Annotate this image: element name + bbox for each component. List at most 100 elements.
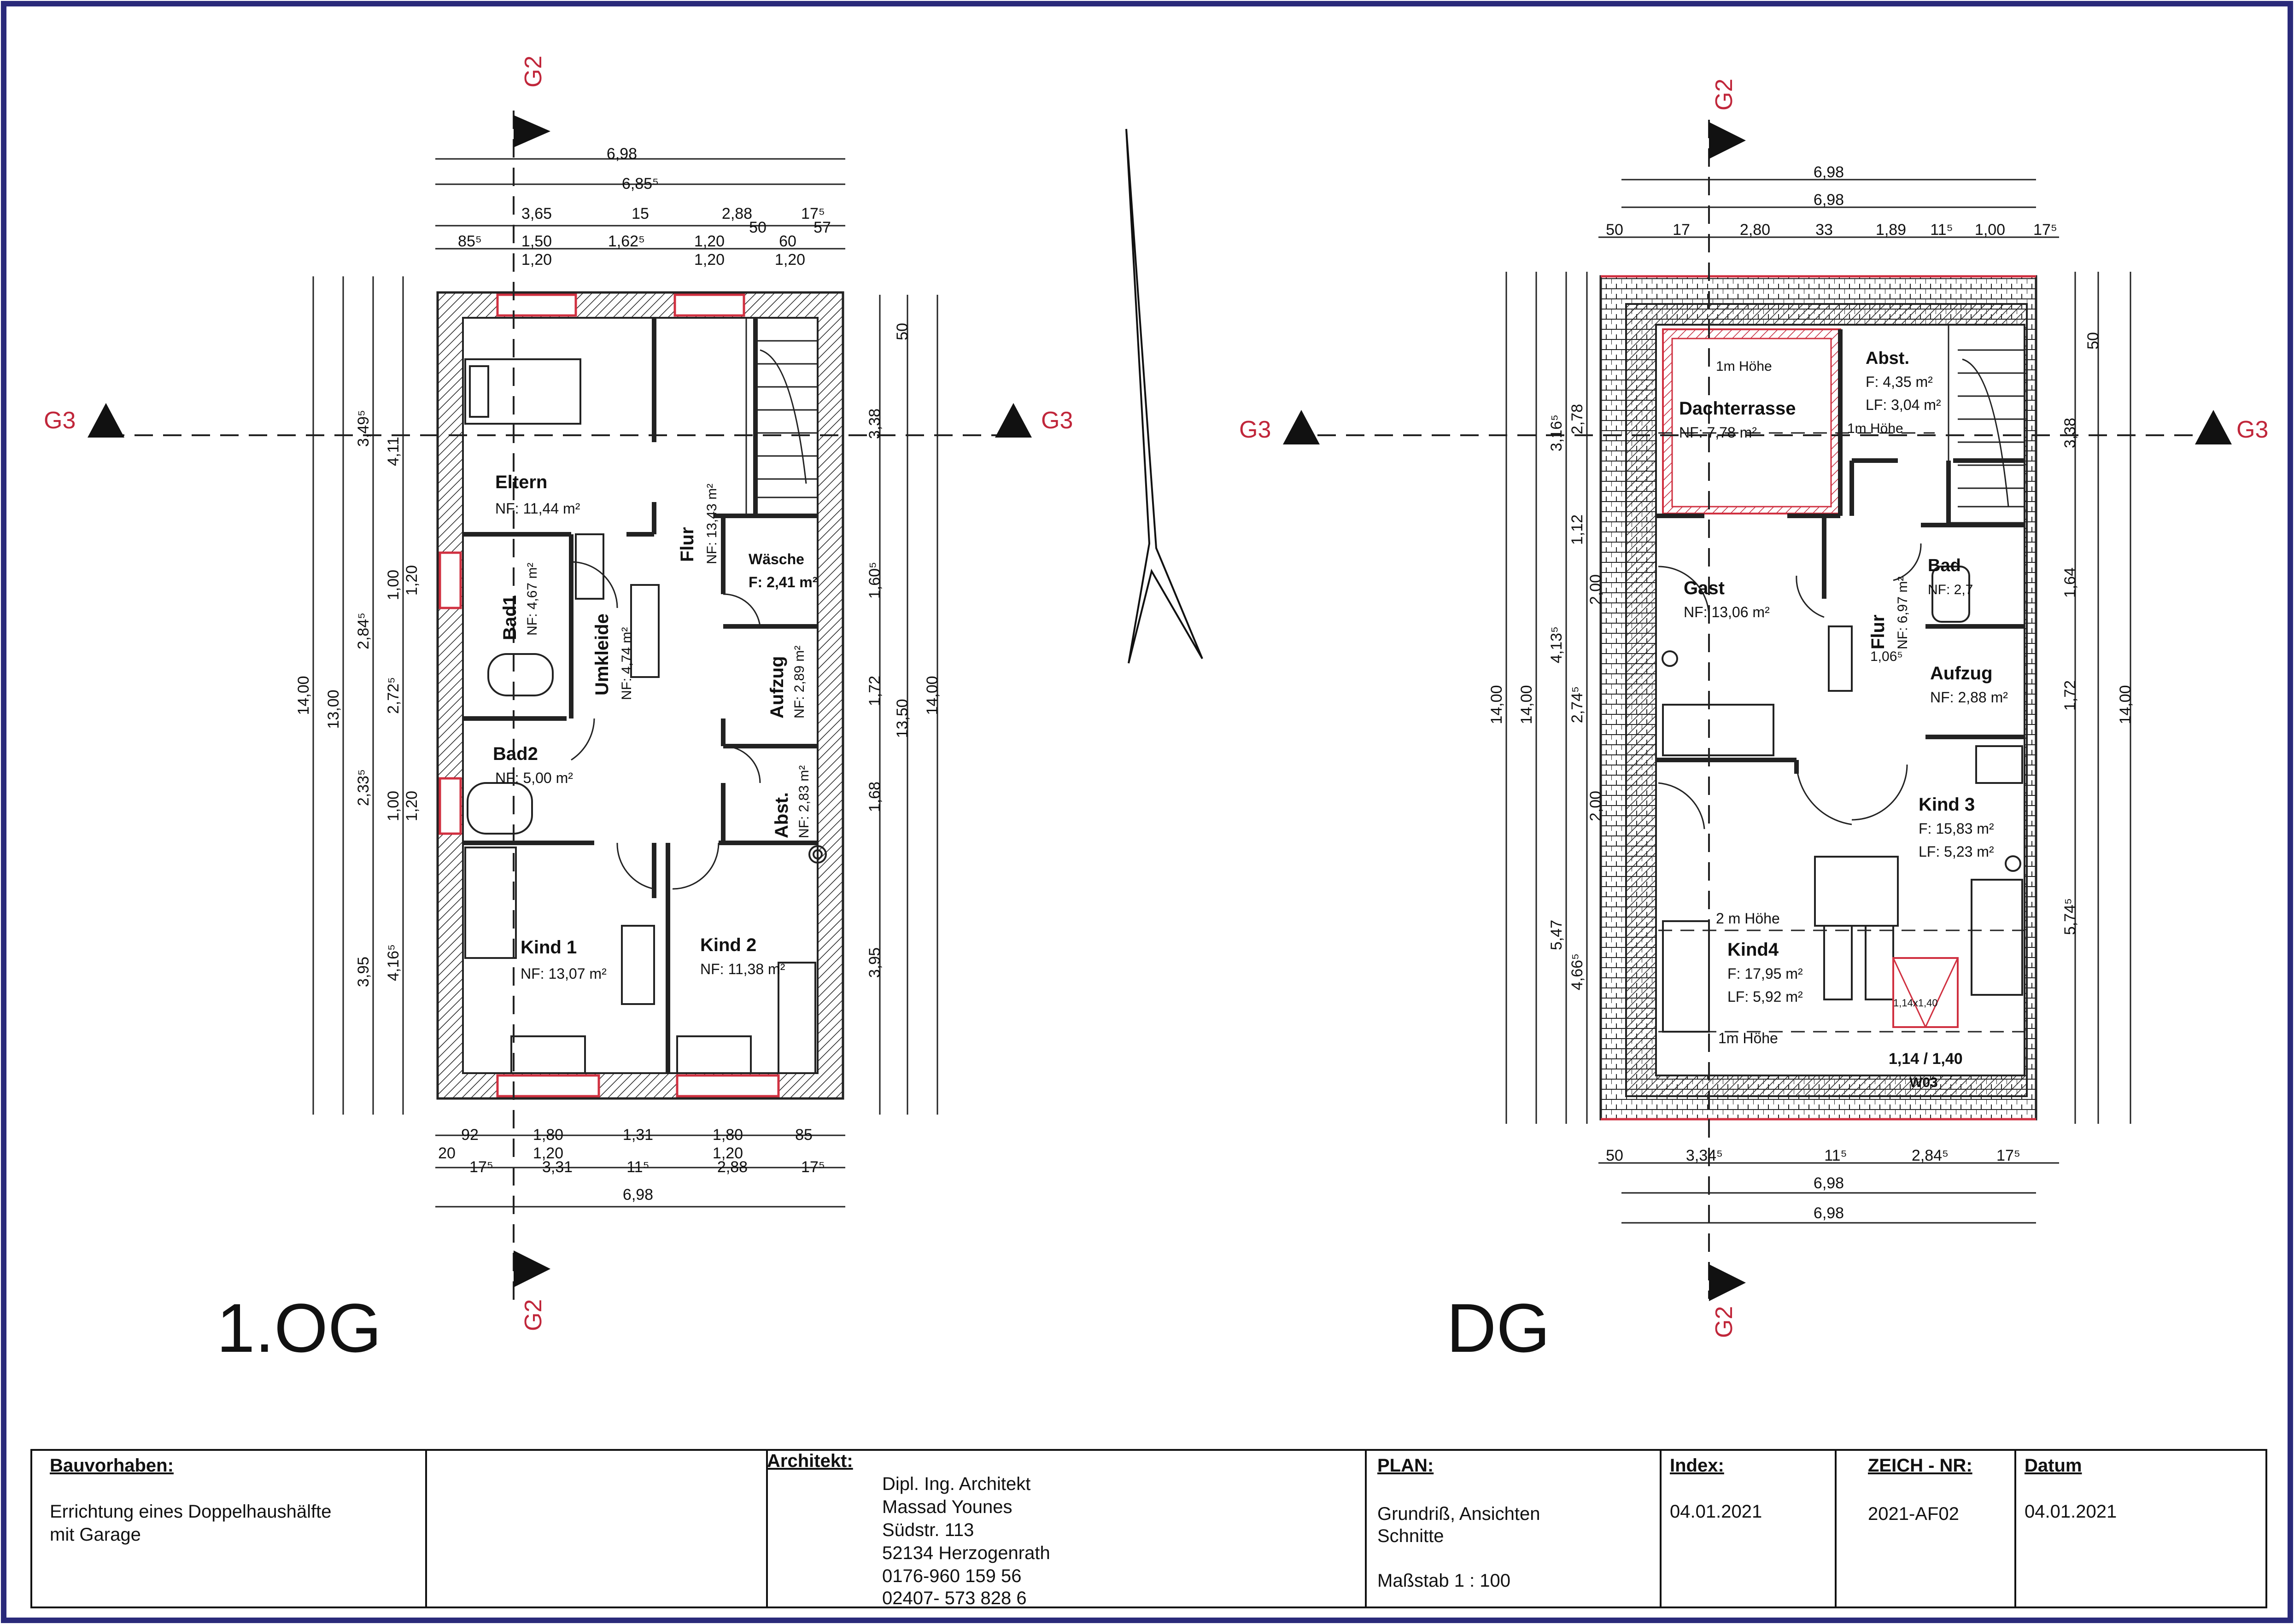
- dg-dim: 4,13⁵: [1548, 626, 1565, 663]
- og-dim: 1,31: [623, 1126, 653, 1144]
- room-name-kind4: Kind4: [1727, 940, 1779, 960]
- dg-section-markers: [1283, 122, 2232, 1301]
- dg-terrace-note: 1m Höhe: [1716, 359, 1772, 374]
- room-area-aufzug-dg: NF: 2,88 m²: [1930, 689, 2008, 706]
- title-block: Bauvorhaben: Errichtung eines Doppelhaus…: [30, 1449, 2267, 1608]
- room-area-abst: NF: 2,83 m²: [796, 765, 812, 838]
- dg-dim: 2,84⁵: [1912, 1147, 1949, 1164]
- dg-window-size: 1,14 / 1,40: [1889, 1050, 1963, 1068]
- architekt-line1: Dipl. Ing. Architekt: [882, 1474, 1030, 1494]
- og-internal-walls: [463, 318, 818, 1073]
- og-dim: 3,95: [866, 947, 884, 978]
- room-name-bad-dg: Bad: [1928, 556, 1961, 575]
- plan-label-og: 1.OG: [217, 1289, 381, 1367]
- dg-dim: 6,98: [1814, 191, 1844, 209]
- og-dim: 13,00: [325, 689, 342, 729]
- dg-dim: 14,00: [2117, 685, 2134, 724]
- room-name-waesche: Wäsche: [749, 551, 804, 567]
- dg-dim-lines: [1505, 179, 2131, 1224]
- og-dim: 1,20: [533, 1145, 563, 1162]
- room-area-kind2: NF: 11,38 m²: [700, 961, 785, 977]
- og-dim: 3,65: [521, 205, 552, 222]
- plan-line2: Schnitte: [1377, 1526, 1444, 1546]
- room-name-kind2: Kind 2: [700, 935, 756, 955]
- og-dim: 1,68: [866, 782, 884, 812]
- dg-dim: 1,89: [1876, 221, 1906, 239]
- og-dim: 1,20: [694, 251, 725, 269]
- og-dim: 1,62⁵: [608, 233, 645, 250]
- room-area2-kind4: LF: 5,92 m²: [1727, 988, 1803, 1005]
- plan-label-dg: DG: [1446, 1289, 1550, 1367]
- og-dim: 6,85⁵: [622, 175, 659, 193]
- dg-g2-bottom: G2: [1711, 1306, 1738, 1338]
- plan-label: PLAN:: [1377, 1455, 1434, 1476]
- room-area-umkleide: NF: 4,74 m²: [619, 627, 634, 700]
- dg-stair: [1948, 324, 2025, 524]
- og-dim: 1,20: [713, 1145, 743, 1162]
- og-dim: 1,00: [385, 570, 402, 600]
- room-area-flur: NF: 13,43 m²: [704, 484, 720, 564]
- plan-line1: Grundriß, Ansichten: [1377, 1504, 1540, 1524]
- og-room-labels: Eltern NF: 11,44 m² Bad1 NF: 4,67 m² Umk…: [493, 472, 817, 982]
- dg-dim: 17: [1673, 221, 1690, 239]
- og-dim: 1,20: [775, 251, 805, 269]
- og-dim: 1,20: [521, 251, 552, 269]
- og-dim: 1,50: [521, 233, 552, 250]
- dg-dim: 4,66⁵: [1568, 953, 1586, 990]
- og-dim: 3,31: [542, 1158, 573, 1176]
- dg-dim: 6,98: [1814, 1174, 1844, 1192]
- dg-dim: 11⁵: [1824, 1147, 1847, 1164]
- bauvorhaben-line2: mit Garage: [50, 1525, 141, 1545]
- dg-roof-lines: [1658, 432, 2025, 1033]
- og-dim: 85: [795, 1126, 813, 1144]
- dg-dim: 2,80: [1740, 221, 1770, 239]
- og-dim: 57: [813, 219, 831, 236]
- og-dim: 60: [779, 233, 796, 250]
- og-section-markers: [88, 115, 1032, 1287]
- dg-dim: 6,98: [1814, 164, 1844, 181]
- og-dim: 1,20: [403, 565, 421, 596]
- og-dim: 1,80: [713, 1126, 743, 1144]
- og-g2-bottom: G2: [520, 1299, 547, 1331]
- room-name-bad2: Bad2: [493, 744, 538, 764]
- dg-g3-right: G3: [2236, 416, 2268, 443]
- og-dim: 1,72: [866, 676, 884, 706]
- dg-dim: 3,34⁵: [1686, 1147, 1723, 1164]
- room-area2-kind3: LF: 5,23 m²: [1919, 843, 1994, 860]
- og-dim: 2,84⁵: [355, 613, 372, 649]
- og-dim: 14,00: [295, 676, 312, 715]
- og-dim: 17⁵: [469, 1158, 493, 1176]
- datum-label: Datum: [2025, 1455, 2082, 1476]
- og-dim: 92: [461, 1126, 479, 1144]
- dg-dim: 14,00: [1488, 685, 1505, 724]
- og-dim: 2,72⁵: [385, 677, 402, 714]
- og-dim: 2,88: [717, 1158, 748, 1176]
- og-dim: 3,49⁵: [355, 410, 372, 447]
- zeich-nr-value: 2021-AF02: [1868, 1504, 1959, 1524]
- dg-dim: 1,64: [2061, 567, 2079, 598]
- dg-kind4-note-top: 2 m Höhe: [1716, 910, 1780, 927]
- og-dim-lines: [312, 158, 938, 1208]
- dg-room-labels: 1m Höhe Dachterrasse NF: 7,78 m² Abst. F…: [1679, 349, 2008, 1090]
- plan-scale: Maßstab 1 : 100: [1377, 1571, 1510, 1591]
- og-dim: 13,50: [894, 699, 911, 738]
- room-area-eltern: NF: 11,44 m²: [495, 500, 580, 517]
- room-name-flur-dg: Flur: [1868, 614, 1888, 649]
- room-name-bad1: Bad1: [500, 595, 520, 640]
- architekt-line6: 02407- 573 828 6: [882, 1588, 1027, 1608]
- architekt-label: Architekt:: [767, 1451, 853, 1471]
- room-area-bad1: NF: 4,67 m²: [525, 563, 540, 636]
- og-dim: 4,11: [385, 437, 402, 466]
- og-dim: 3,38: [866, 409, 884, 439]
- dg-door-swings: [1658, 543, 1922, 830]
- dg-dim: 17⁵: [1996, 1147, 2020, 1164]
- og-dim: 4,16⁵: [385, 944, 402, 981]
- dg-dim: 2,74⁵: [1568, 686, 1586, 723]
- dg-dim: 1,00: [1975, 221, 2005, 239]
- dg-dim: 2,00: [1587, 791, 1604, 821]
- dg-dim: 2,78: [1568, 404, 1586, 434]
- dg-abst-note: 1m Höhe: [1847, 421, 1903, 436]
- dg-dim: 6,98: [1814, 1204, 1844, 1222]
- og-dim: 1,20: [694, 233, 725, 250]
